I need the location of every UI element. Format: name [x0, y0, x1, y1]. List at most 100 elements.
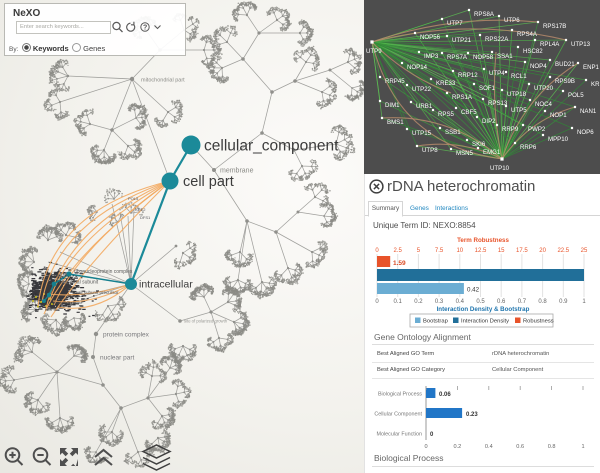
svg-text:NOP4: NOP4: [45, 307, 57, 312]
svg-text:RPS7A: RPS7A: [447, 54, 468, 61]
svg-text:KRE1: KRE1: [591, 81, 600, 88]
svg-text:0: 0: [375, 299, 379, 305]
svg-text:UTP7: UTP7: [447, 20, 463, 27]
svg-text:1.59: 1.59: [393, 260, 406, 267]
svg-text:BUD21: BUD21: [555, 61, 575, 68]
svg-text:MSN5: MSN5: [456, 150, 474, 157]
svg-text:0.3: 0.3: [435, 299, 444, 305]
svg-text:RRP45: RRP45: [385, 78, 405, 85]
svg-text:Robustness: Robustness: [523, 319, 554, 325]
svg-text:?: ?: [143, 25, 147, 32]
svg-text:0: 0: [375, 248, 379, 254]
svg-text:UTP4: UTP4: [489, 70, 505, 77]
svg-text:0.2: 0.2: [414, 299, 423, 305]
svg-text:0.4: 0.4: [456, 299, 465, 305]
svg-text:intracellular: intracellular: [139, 279, 193, 291]
svg-text:UTP8: UTP8: [422, 147, 438, 154]
svg-text:0.7: 0.7: [518, 299, 527, 305]
svg-text:HSC82: HSC82: [523, 48, 543, 55]
svg-text:Cellular Component: Cellular Component: [374, 412, 422, 418]
svg-text:0.06: 0.06: [439, 392, 451, 398]
svg-text:KRE2: KRE2: [135, 207, 146, 212]
svg-text:UTP22: UTP22: [412, 86, 432, 93]
svg-text:0.6: 0.6: [516, 444, 524, 450]
svg-text:UTP18: UTP18: [507, 91, 527, 98]
svg-text:12.5: 12.5: [475, 248, 487, 254]
svg-text:UTP13: UTP13: [571, 41, 591, 48]
svg-text:Biological Process: Biological Process: [378, 392, 422, 398]
svg-text:RPS5: RPS5: [438, 111, 455, 118]
svg-text:1: 1: [582, 299, 586, 305]
svg-text:RPS9B: RPS9B: [555, 78, 575, 85]
svg-text:EMG1: EMG1: [483, 149, 501, 156]
svg-text:CBF5: CBF5: [461, 109, 477, 116]
svg-text:Bootstrap: Bootstrap: [423, 319, 448, 325]
svg-text:0.8: 0.8: [548, 444, 556, 450]
svg-text:0.4: 0.4: [485, 444, 493, 450]
svg-text:0.5: 0.5: [476, 299, 485, 305]
svg-text:DIP2: DIP2: [482, 118, 496, 125]
svg-text:RPS1A: RPS1A: [452, 94, 473, 101]
svg-text:ribosomal subunit: ribosomal subunit: [59, 280, 99, 286]
svg-text:0.8: 0.8: [538, 299, 547, 305]
svg-text:ribonucleoprotein complex: ribonucleoprotein complex: [74, 269, 133, 275]
svg-text:90S preribosome: 90S preribosome: [52, 300, 83, 305]
svg-text:NOC4: NOC4: [535, 101, 553, 108]
svg-text:UTP20: UTP20: [534, 85, 554, 92]
svg-text:NAN1: NAN1: [580, 108, 597, 115]
svg-text:Molecular Function: Molecular Function: [376, 432, 422, 438]
svg-text:ENP1: ENP1: [583, 64, 600, 71]
svg-text:NOP1: NOP1: [550, 112, 567, 119]
svg-text:UTP6: UTP6: [504, 17, 520, 24]
svg-text:RPS22A: RPS22A: [485, 36, 509, 43]
svg-text:0: 0: [424, 444, 427, 450]
svg-text:17.5: 17.5: [516, 248, 528, 254]
svg-text:URB1: URB1: [416, 103, 433, 110]
svg-text:nuclear part: nuclear part: [100, 355, 135, 362]
svg-text:15: 15: [498, 248, 505, 254]
svg-text:UTP9: UTP9: [366, 48, 382, 55]
svg-text:RPS13: RPS13: [488, 100, 508, 107]
svg-text:mitochondrial part: mitochondrial part: [141, 78, 185, 84]
svg-text:UTP21: UTP21: [452, 37, 472, 44]
svg-text:RRP9: RRP9: [502, 126, 519, 133]
svg-text:0.2: 0.2: [454, 444, 462, 450]
svg-text:RRP12: RRP12: [458, 72, 478, 79]
svg-text:RPS8A: RPS8A: [474, 11, 495, 18]
svg-text:5: 5: [417, 248, 421, 254]
svg-text:RPS17B: RPS17B: [543, 23, 566, 30]
svg-text:POL5: POL5: [568, 92, 584, 99]
svg-text:SKI6: SKI6: [472, 141, 486, 148]
svg-text:RPS4A: RPS4A: [517, 31, 538, 38]
svg-text:UTP5: UTP5: [511, 107, 527, 114]
svg-text:SSA1: SSA1: [497, 53, 513, 60]
svg-text:UTP10: UTP10: [490, 165, 510, 172]
svg-text:22.5: 22.5: [557, 248, 569, 254]
svg-text:Interaction Density: Interaction Density: [461, 319, 509, 325]
svg-text:POL5: POL5: [128, 196, 139, 201]
svg-text:IMP3: IMP3: [424, 53, 439, 60]
svg-text:7.5: 7.5: [435, 248, 444, 254]
svg-text:DIM1: DIM1: [385, 102, 400, 109]
svg-text:RPS1A: RPS1A: [54, 273, 68, 278]
svg-text:0.9: 0.9: [559, 299, 568, 305]
svg-text:10: 10: [456, 248, 463, 254]
svg-text:0.6: 0.6: [497, 299, 506, 305]
svg-text:1: 1: [581, 444, 584, 450]
svg-text:NOP6: NOP6: [577, 129, 594, 136]
svg-text:NOP14: NOP14: [407, 64, 428, 71]
svg-text:UTP15: UTP15: [412, 130, 432, 137]
svg-text:BMS1: BMS1: [387, 119, 404, 126]
svg-text:0.23: 0.23: [466, 412, 478, 418]
svg-text:RPL4A: RPL4A: [540, 41, 560, 48]
svg-text:PWP2: PWP2: [528, 126, 546, 133]
svg-text:cellular_component: cellular_component: [204, 138, 339, 155]
svg-text:RRP6: RRP6: [520, 144, 537, 151]
svg-text:MPP10: MPP10: [548, 136, 569, 143]
svg-text:0.1: 0.1: [394, 299, 403, 305]
svg-text:DFS1: DFS1: [140, 215, 151, 220]
svg-text:NOP56: NOP56: [420, 34, 441, 41]
svg-text:small subunit precursor: small subunit precursor: [72, 290, 119, 295]
svg-text:cell part: cell part: [183, 174, 234, 190]
svg-text:0: 0: [430, 432, 434, 438]
